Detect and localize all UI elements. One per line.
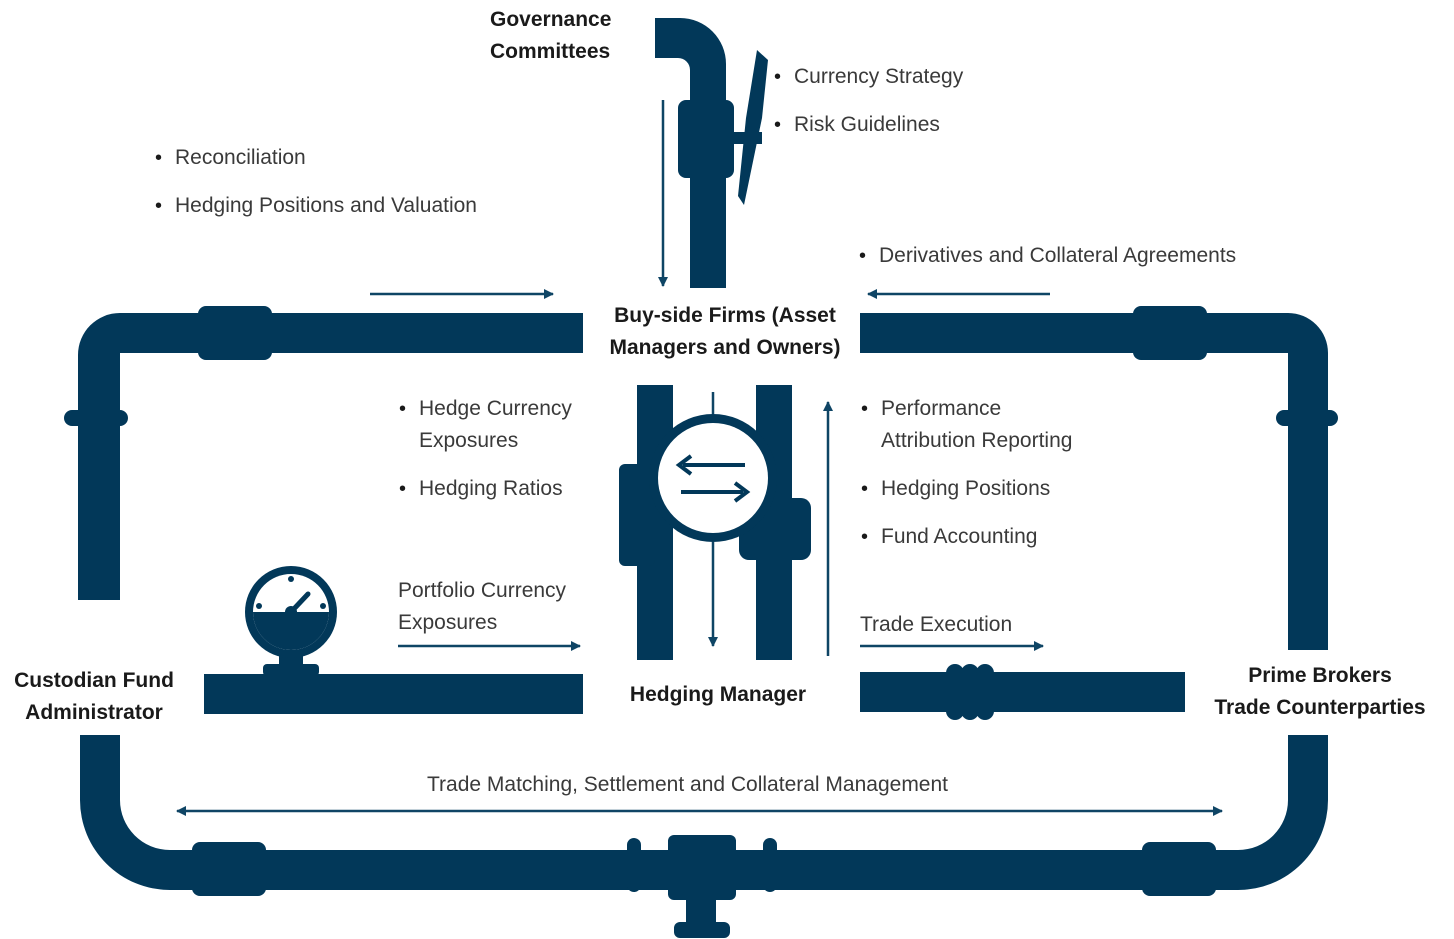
pipe-flange (627, 838, 641, 892)
hedging-manager-label: Hedging Manager (629, 683, 807, 706)
list-item: Fund Accounting (861, 521, 1072, 553)
list-item: Hedging Ratios (399, 473, 572, 505)
top-left-pipe (78, 313, 583, 600)
list-item: Hedging Positions (861, 473, 1072, 505)
exchange-arrows-icon (649, 414, 777, 542)
pipe-flange (763, 838, 777, 892)
valve-handle-icon (732, 50, 768, 205)
pipe-tee (668, 835, 736, 900)
right-inner-pipe (860, 672, 1185, 712)
bellows-joint (946, 664, 994, 720)
bottom-pipe (80, 735, 1328, 890)
left-inner-pipe (204, 674, 583, 714)
pipe-flange (64, 410, 128, 426)
list-item: Performance Attribution Reporting (861, 393, 1072, 457)
settlement-label: Trade Matching, Settlement and Collatera… (427, 773, 949, 796)
custodian-fund-administrator-label: Custodian Fund Administrator (14, 669, 174, 724)
pipe-coupling (192, 842, 266, 896)
prime-items-list: Derivatives and Collateral Agreements (859, 240, 1236, 288)
from-hedging-manager-list: Performance Attribution Reporting Hedgin… (861, 393, 1072, 569)
governance-pipe-coupling (678, 100, 734, 178)
pressure-gauge-icon (245, 566, 337, 676)
governance-committees-label: Governance Committees (490, 8, 612, 63)
top-right-pipe (860, 313, 1328, 650)
buy-side-firms-label: Buy-side Firms (Asset Managers and Owner… (609, 304, 841, 359)
trade-execution-label: Trade Execution (860, 613, 1013, 636)
governance-items-list: Currency Strategy Risk Guidelines (774, 61, 963, 157)
list-item: Hedging Positions and Valuation (155, 190, 477, 222)
prime-brokers-label: Prime Brokers Trade Counterparties (1214, 664, 1426, 719)
pipe-coupling (198, 306, 272, 360)
list-item: Reconciliation (155, 142, 477, 174)
pipe-coupling (1133, 306, 1207, 360)
to-hedging-manager-list: Hedge Currency Exposures Hedging Ratios (399, 393, 572, 521)
pipe-flange (1276, 410, 1338, 426)
list-item: Risk Guidelines (774, 109, 963, 141)
list-item: Hedge Currency Exposures (399, 393, 572, 457)
pipe-drain (674, 922, 730, 938)
portfolio-currency-exposures-label: Portfolio Currency Exposures (398, 579, 567, 634)
pipe-coupling (1142, 842, 1216, 896)
list-item: Derivatives and Collateral Agreements (859, 240, 1236, 272)
list-item: Currency Strategy (774, 61, 963, 93)
custodian-items-list: Reconciliation Hedging Positions and Val… (155, 142, 477, 238)
hedging-pipe-left-coupling (619, 464, 655, 566)
